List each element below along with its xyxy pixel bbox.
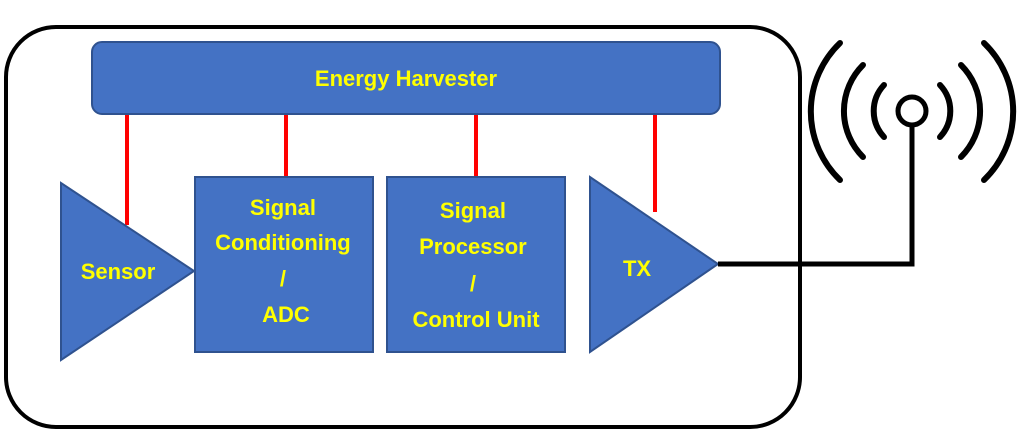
tx-block (589, 175, 720, 354)
signal-processor-line-2: Processor (419, 234, 527, 259)
tx-label: TX (623, 256, 651, 281)
signal-conditioning-block (194, 176, 374, 353)
antenna-wave-left-1 (870, 82, 887, 140)
antenna-center (895, 94, 929, 128)
antenna-wave-right-1 (937, 82, 954, 140)
antenna-wave-right-2 (958, 62, 984, 160)
signal-processor-line-3: / (470, 271, 476, 296)
antenna-icon (807, 40, 1017, 183)
antenna-wave-right-3 (981, 40, 1017, 183)
signal-conditioning-line-1: Signal (250, 195, 316, 220)
power-lines (125, 114, 657, 225)
signal-processor-label: Signal Processor / Control Unit (412, 198, 540, 332)
signal-conditioning-line-4: ADC (262, 302, 310, 327)
signal-conditioning-line-3: / (280, 266, 286, 291)
signal-conditioning-line-2: Conditioning (215, 230, 351, 255)
signal-processor-block (386, 176, 566, 353)
energy-harvester-block (91, 41, 721, 115)
signal-processor-line-4: Control Unit (412, 307, 540, 332)
signal-processor-line-1: Signal (440, 198, 506, 223)
energy-harvester-label: Energy Harvester (315, 66, 498, 91)
signal-conditioning-label: Signal Conditioning / ADC (215, 195, 357, 327)
antenna-feed-line (718, 126, 915, 267)
sensor-label: Sensor (81, 259, 156, 284)
sensor-block (60, 181, 196, 362)
antenna-wave-left-3 (807, 40, 843, 183)
antenna-wave-left-2 (840, 62, 866, 160)
